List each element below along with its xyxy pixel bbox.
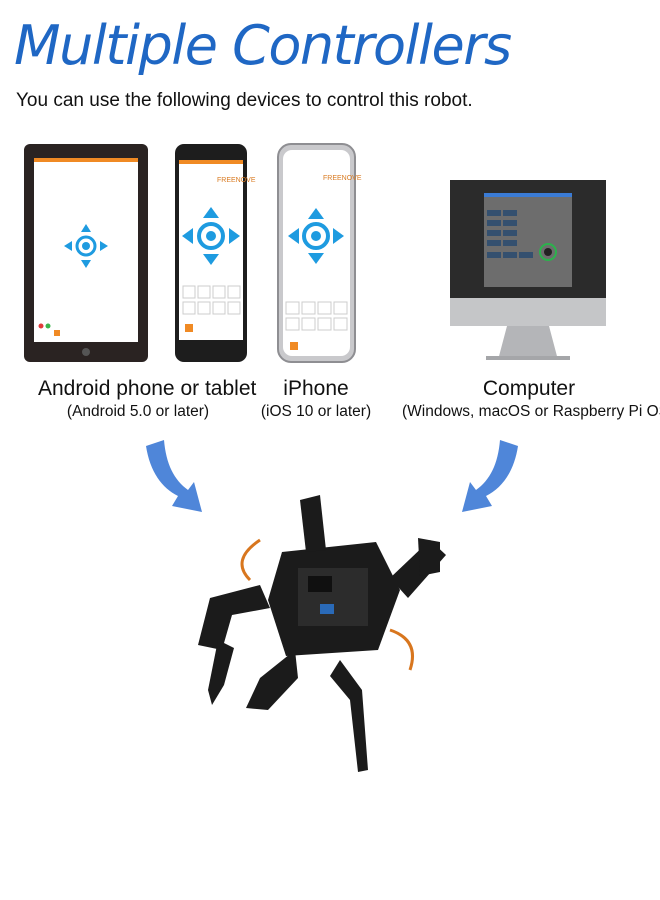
- device-requirement: (Windows, macOS or Raspberry Pi OS): [402, 403, 660, 420]
- device-label-iphone: iPhone (iOS 10 or later): [246, 376, 386, 422]
- svg-text:FREENOVE: FREENOVE: [323, 175, 362, 182]
- device-label-computer: Computer (Windows, macOS or Raspberry Pi…: [402, 376, 660, 422]
- device-requirement: (Android 5.0 or later): [66, 403, 210, 420]
- device-name: iPhone: [283, 377, 349, 400]
- android-phone-image: FREENOVE: [175, 144, 256, 362]
- monitor-image: [450, 180, 606, 360]
- curved-arrow-icon: [462, 440, 518, 512]
- direction-pad-icon: [64, 224, 108, 268]
- device-name: Computer: [482, 377, 576, 400]
- page-title: Multiple Controllers: [14, 14, 512, 77]
- device-requirement: (iOS 10 or later): [260, 403, 372, 420]
- tablet-image: [24, 144, 148, 362]
- robot-image: [198, 495, 446, 772]
- svg-text:FREENOVE: FREENOVE: [217, 177, 256, 184]
- device-label-android: Android phone or tablet (Android 5.0 or …: [38, 376, 257, 422]
- page-subtitle: You can use the following devices to con…: [16, 90, 473, 111]
- device-name: Android phone or tablet: [38, 377, 257, 400]
- iphone-image: FREENOVE: [277, 143, 362, 363]
- curved-arrow-icon: [146, 440, 202, 512]
